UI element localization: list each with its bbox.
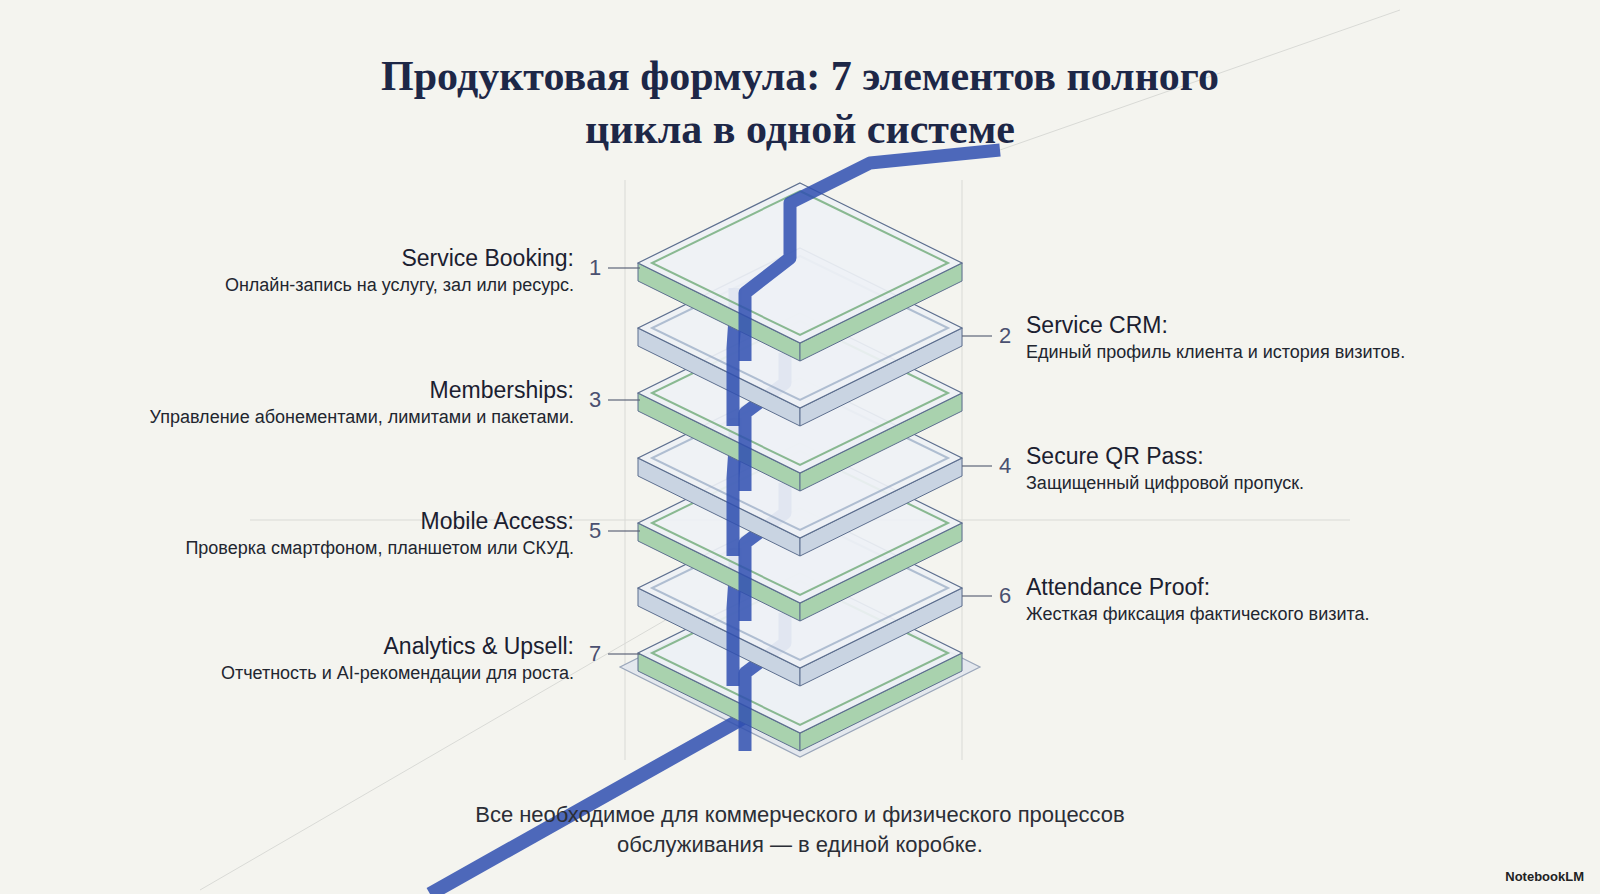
- feature-item: Mobile Access:Проверка смартфоном, планш…: [185, 507, 574, 561]
- feature-heading: Mobile Access:: [185, 507, 574, 535]
- feature-description: Проверка смартфоном, планшетом или СКУД.: [185, 535, 574, 561]
- leader-line: [962, 465, 992, 466]
- leader-line: [608, 653, 640, 654]
- data-ribbon: [745, 150, 1000, 361]
- guide-line: [625, 180, 626, 760]
- leader-line: [608, 399, 640, 400]
- feature-heading: Attendance Proof:: [1026, 573, 1370, 601]
- feature-description: Онлайн-запись на услугу, зал или ресурс.: [225, 272, 574, 298]
- feature-item: Attendance Proof:Жесткая фиксация фактич…: [1026, 573, 1370, 627]
- layer-top: [638, 183, 962, 343]
- leader-line: [608, 530, 640, 531]
- layer-inner-edge: [652, 191, 948, 335]
- callout-number: 6: [993, 584, 1017, 608]
- glass-layer: [638, 150, 1000, 361]
- feature-item: Service Booking:Онлайн-запись на услугу,…: [225, 244, 574, 298]
- feature-description: Защищенный цифровой пропуск.: [1026, 470, 1304, 496]
- feature-heading: Analytics & Upsell:: [221, 632, 574, 660]
- watermark: NotebookLM: [1505, 869, 1584, 884]
- callout-number: 3: [583, 388, 607, 412]
- callout-number: 5: [583, 519, 607, 543]
- callout-number: 7: [583, 642, 607, 666]
- callout-number: 2: [993, 324, 1017, 348]
- title: Продуктовая формула: 7 элементов полного…: [370, 50, 1230, 156]
- feature-heading: Secure QR Pass:: [1026, 442, 1304, 470]
- leader-line: [962, 335, 992, 336]
- leader-line: [608, 267, 640, 268]
- feature-heading: Memberships:: [150, 376, 574, 404]
- feature-description: Отчетность и AI-рекомендации для роста.: [221, 660, 574, 686]
- feature-item: Analytics & Upsell:Отчетность и AI-реком…: [221, 632, 574, 686]
- callout-number: 4: [993, 454, 1017, 478]
- leader-line: [962, 595, 992, 596]
- feature-heading: Service Booking:: [225, 244, 574, 272]
- feature-description: Единый профиль клиента и история визитов…: [1026, 339, 1405, 365]
- feature-heading: Service CRM:: [1026, 311, 1405, 339]
- feature-description: Управление абонементами, лимитами и паке…: [150, 404, 574, 430]
- feature-description: Жесткая фиксация фактического визита.: [1026, 601, 1370, 627]
- feature-item: Secure QR Pass:Защищенный цифровой пропу…: [1026, 442, 1304, 496]
- callout-number: 1: [583, 256, 607, 280]
- feature-item: Memberships:Управление абонементами, лим…: [150, 376, 574, 430]
- caption: Все необходимое для коммерческого и физи…: [470, 800, 1130, 860]
- feature-item: Service CRM:Единый профиль клиента и ист…: [1026, 311, 1405, 365]
